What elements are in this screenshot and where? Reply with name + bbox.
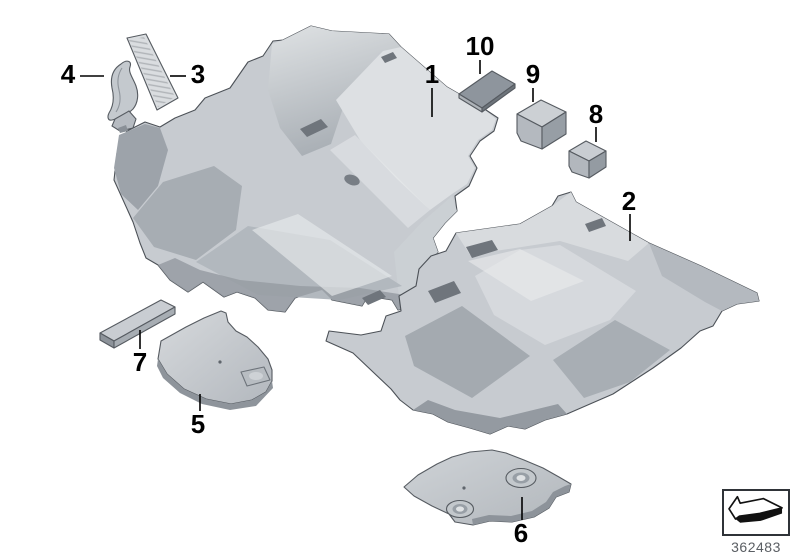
- part-2-left-footwell: [405, 306, 530, 398]
- part-1-highlight-tunnel: [330, 135, 430, 228]
- part-4-foot-shadow: [118, 125, 128, 133]
- part-2-right-footwell: [553, 320, 670, 398]
- part-3-hatch: [129, 37, 175, 107]
- part-shape-9-foam-block[interactable]: [516, 99, 567, 150]
- part-shape-8-foam-block-small[interactable]: [568, 140, 607, 179]
- part-1-footwell-wall: [114, 124, 168, 210]
- part-2-slot-hole-a: [466, 240, 498, 258]
- direction-arrow-face: [728, 495, 783, 520]
- part-1-bottom-hem: [158, 258, 420, 312]
- part-1-slot-hole-a: [300, 119, 328, 137]
- part-1-footwell-floor: [133, 166, 242, 260]
- part-shape-7-foam-strip[interactable]: [99, 299, 176, 349]
- part-shape-3-footrest-pad[interactable]: [126, 33, 179, 111]
- part-7-side: [113, 306, 176, 349]
- callout-4[interactable]: 4: [60, 59, 76, 89]
- drawing-number: 362483: [731, 539, 781, 555]
- part-2-bottom-hem: [413, 400, 567, 434]
- callout-3[interactable]: 3: [190, 59, 206, 89]
- part-1-right-flap: [394, 196, 457, 306]
- part-2-slot-hole-b: [428, 281, 461, 303]
- part-5-top: [157, 310, 273, 405]
- part-4-body: [107, 60, 139, 121]
- part-shape-1-front-floor-covering[interactable]: [113, 25, 499, 313]
- part-1-seat-platform: [336, 47, 496, 210]
- direction-arrow-icon: [728, 495, 783, 523]
- callout-1[interactable]: 1: [424, 59, 440, 89]
- part-2-slot-hole-c: [585, 218, 606, 232]
- callout-7[interactable]: 7: [132, 347, 148, 377]
- part-2-top-band: [456, 192, 649, 261]
- callout-9[interactable]: 9: [525, 59, 541, 89]
- part-5-recess-oval: [249, 372, 263, 380]
- part-4-foot: [111, 110, 137, 132]
- part-2-highlight: [468, 249, 584, 301]
- part-1-highlight-floor: [252, 214, 392, 296]
- part-6-grommet-b-inner: [456, 506, 464, 512]
- part-8-right: [588, 150, 607, 179]
- part-shape-6-floor-mat[interactable]: [403, 449, 572, 526]
- part-2-right-arm: [649, 243, 759, 311]
- part-6-top: [403, 449, 572, 526]
- part-6-pin-hole: [462, 486, 466, 490]
- callout-5[interactable]: 5: [190, 409, 206, 439]
- callout-6[interactable]: 6: [513, 518, 529, 548]
- part-4-body-line: [115, 67, 123, 113]
- part-shape-5-trim-panel[interactable]: [157, 310, 273, 410]
- part-1-slot-hole-c: [381, 52, 397, 63]
- part-shape-2-rear-floor-covering[interactable]: [325, 191, 760, 435]
- callout-2[interactable]: 2: [621, 186, 637, 216]
- drawing-direction-box: [722, 489, 790, 536]
- part-6-grommet-a-inner: [516, 475, 526, 481]
- callout-8[interactable]: 8: [588, 99, 604, 129]
- part-1-oval-hole: [344, 174, 360, 186]
- callout-10[interactable]: 10: [465, 31, 495, 61]
- part-1-slot-hole-b: [362, 290, 386, 305]
- part-10-edge-right: [481, 83, 516, 113]
- part-9-left: [516, 113, 543, 150]
- part-8-left: [568, 150, 590, 179]
- part-shape-10-damping-pad[interactable]: [458, 70, 516, 113]
- part-5-pin-hole: [218, 360, 222, 364]
- part-1-back-wall: [268, 26, 401, 156]
- part-9-right: [541, 111, 567, 150]
- part-shape-4-footrest-bracket[interactable]: [107, 60, 139, 133]
